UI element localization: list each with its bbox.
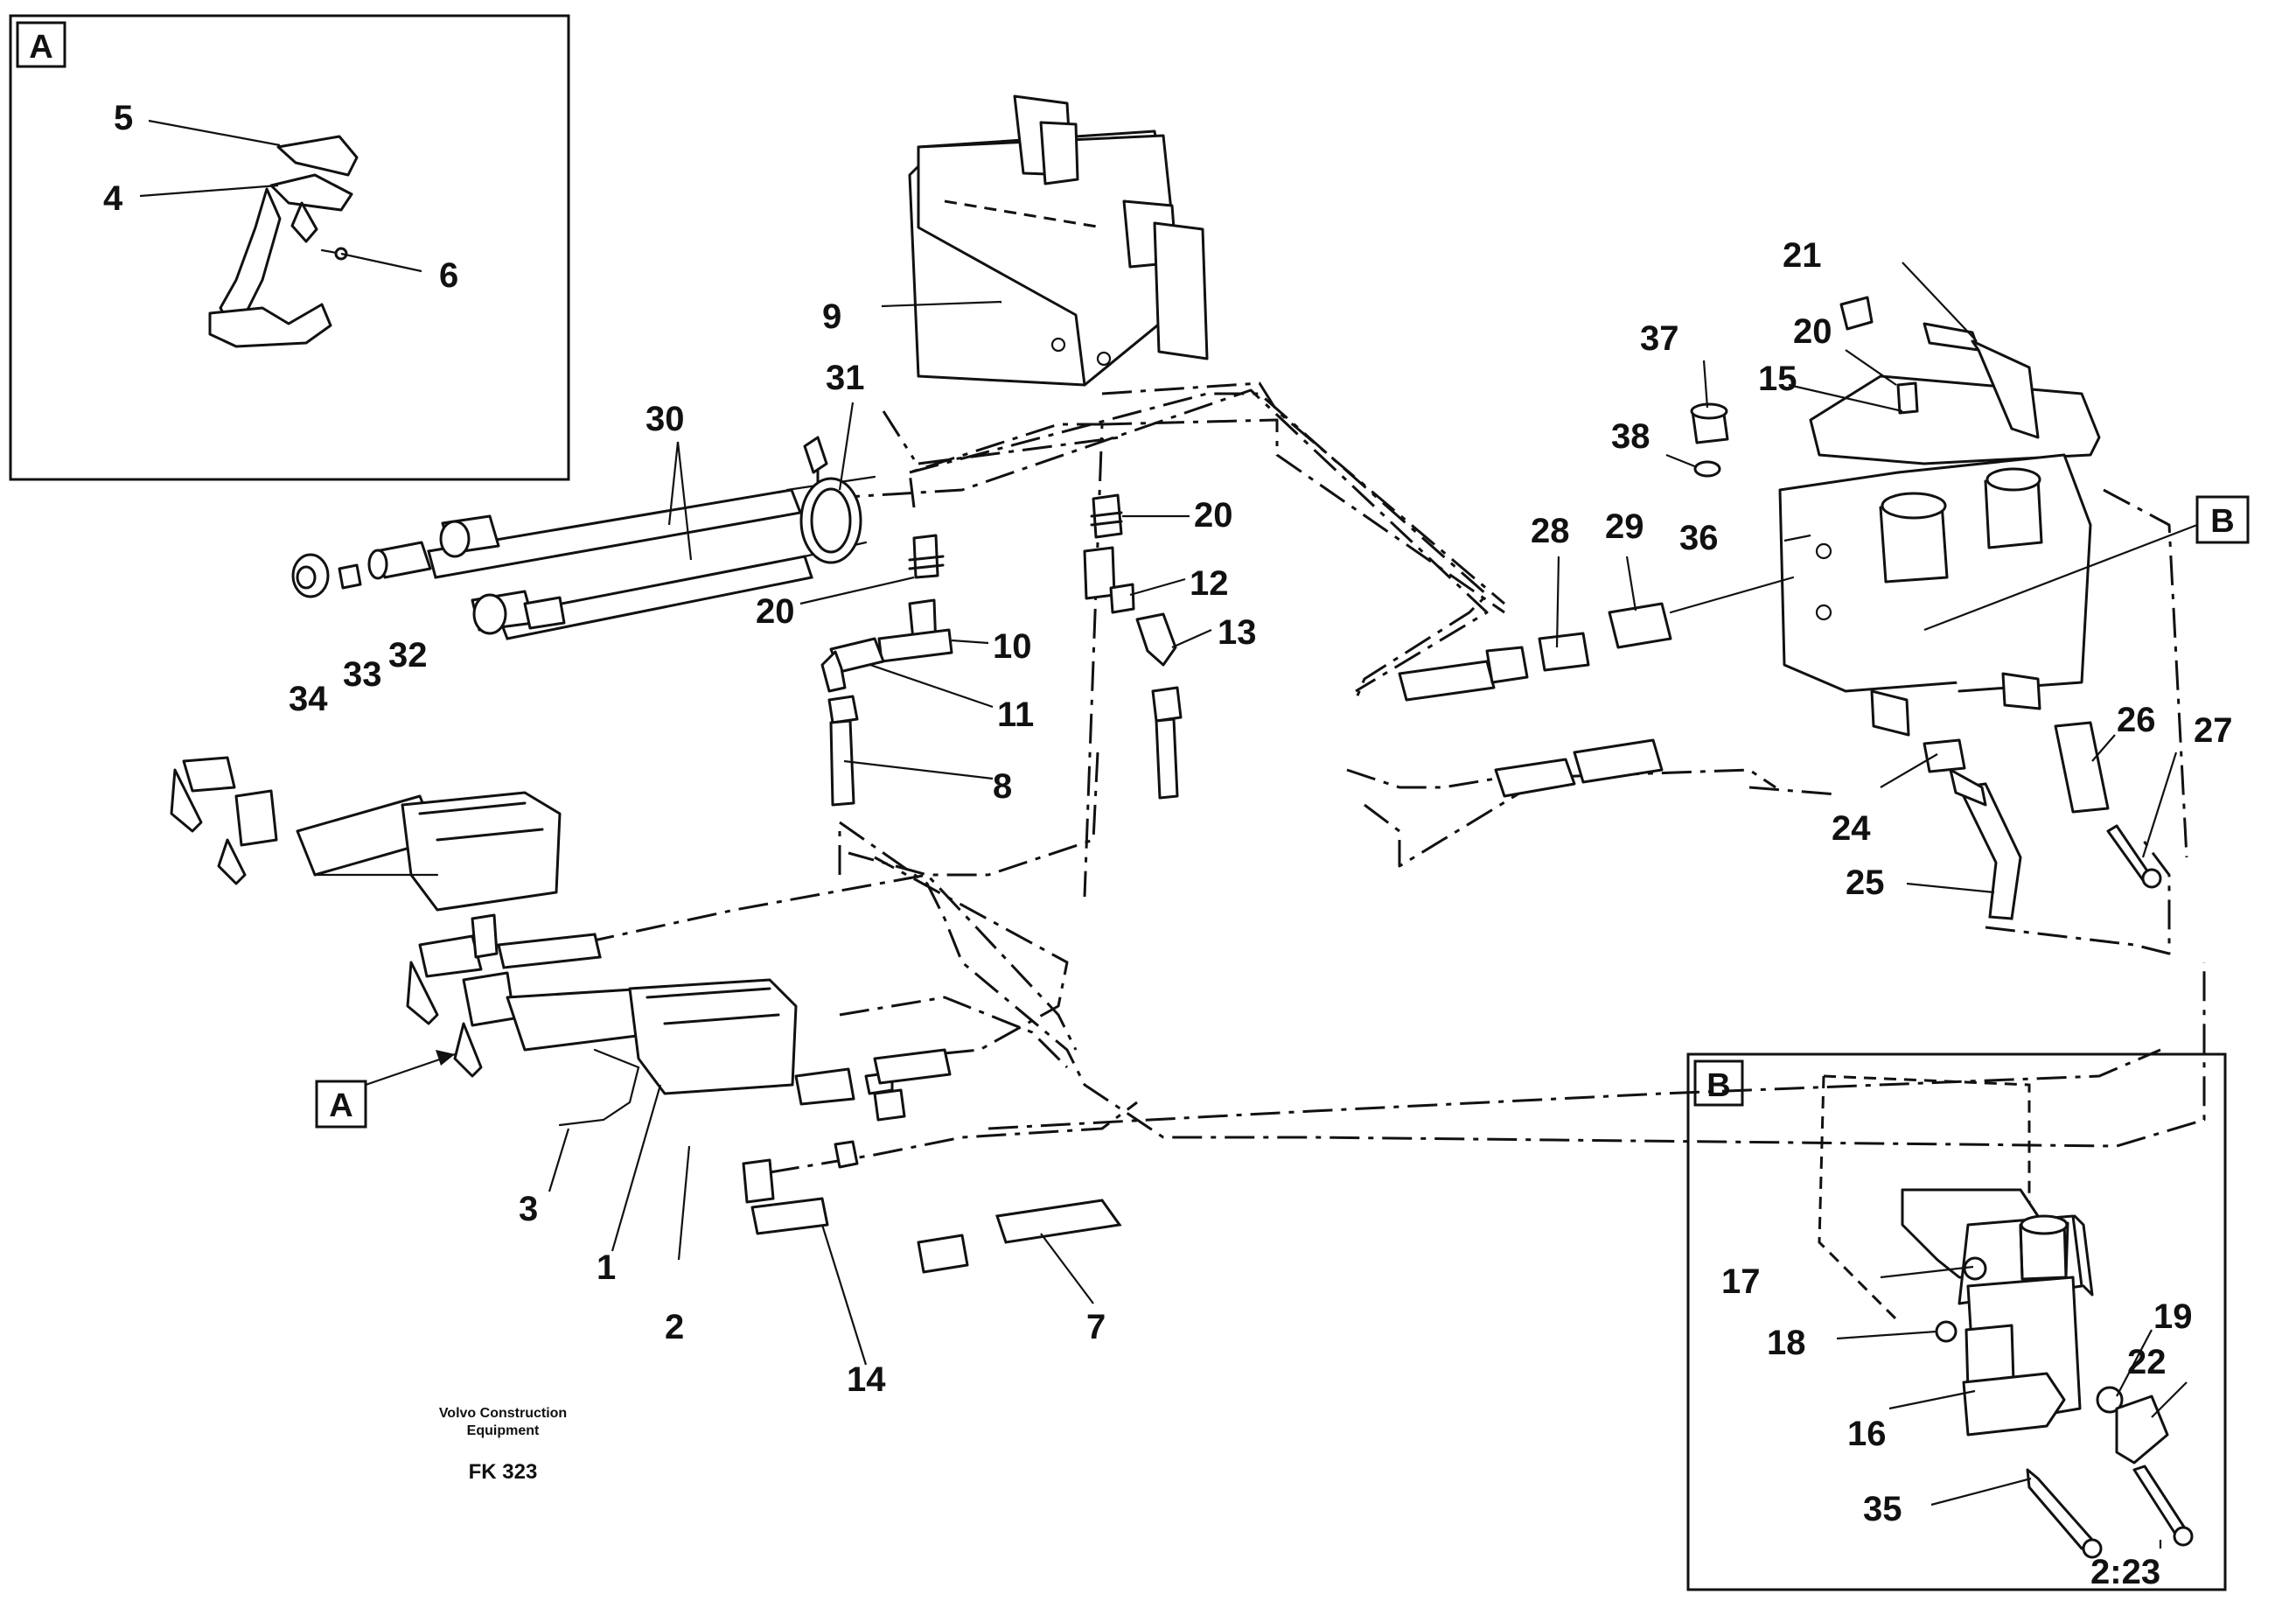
- hose-assembly-30: [427, 436, 876, 640]
- label-29: 29: [1605, 507, 1644, 546]
- fittings-32-33-34: [291, 541, 432, 598]
- label-18: 18: [1767, 1324, 1806, 1362]
- label-27: 27: [2194, 711, 2233, 750]
- label-5: 5: [114, 99, 133, 137]
- label-2: 2: [665, 1308, 684, 1346]
- label-32: 32: [388, 636, 428, 675]
- callout-b: B: [1923, 495, 2250, 632]
- label-25: 25: [1846, 863, 1885, 902]
- label-38: 38: [1611, 417, 1650, 456]
- label-7: 7: [1086, 1308, 1106, 1346]
- label-1: 1: [597, 1248, 616, 1287]
- label-33: 33: [343, 655, 382, 694]
- fitting-stack-center: [1083, 493, 1183, 800]
- label-21: 21: [1783, 236, 1822, 275]
- main-leaders: [548, 262, 2178, 1366]
- label-22: 22: [2127, 1343, 2167, 1381]
- label-8: 8: [993, 767, 1012, 806]
- pedal-assembly-upper: [170, 756, 562, 912]
- label-3: 3: [519, 1190, 538, 1228]
- label-14: 14: [847, 1360, 886, 1399]
- pedal-detail-drawing: [208, 135, 359, 348]
- callout-a: A: [315, 1050, 456, 1129]
- label-31: 31: [826, 359, 865, 397]
- main-valve-36: [1778, 296, 2101, 737]
- fittings-28-29: [1398, 576, 1795, 702]
- label-15: 15: [1758, 360, 1797, 398]
- label-24: 24: [1832, 809, 1871, 848]
- label-12: 12: [1190, 564, 1229, 603]
- label-17: 17: [1721, 1262, 1761, 1301]
- valve-block-9: [908, 94, 1209, 387]
- label-28: 28: [1531, 512, 1570, 550]
- svg-text:A: A: [329, 1087, 352, 1124]
- detail-a-letter: A: [29, 29, 52, 66]
- label-9: 9: [822, 297, 841, 336]
- pedal-assembly-lower: [406, 934, 798, 1127]
- label-35: 35: [1863, 1490, 1902, 1528]
- detail-a-panel: A 5 4 6: [9, 14, 570, 481]
- label-4: 4: [103, 179, 123, 218]
- brand-line-1: Volvo Construction: [439, 1406, 567, 1421]
- footer: Volvo Construction Equipment FK 323: [439, 1406, 567, 1484]
- label-20b: 20: [1194, 496, 1233, 535]
- detail-b-panel: B 17 18 16: [1686, 1052, 2227, 1591]
- label-10: 10: [993, 627, 1032, 666]
- label-11: 11: [997, 696, 1034, 734]
- label-19: 19: [2153, 1297, 2193, 1336]
- parts-37-38: [1690, 402, 1729, 478]
- brand-line-2: Equipment: [467, 1423, 540, 1438]
- label-34: 34: [289, 680, 328, 718]
- figure-code: FK 323: [469, 1460, 538, 1484]
- label-16: 16: [1847, 1415, 1887, 1453]
- label-30: 30: [646, 400, 685, 438]
- label-13: 13: [1218, 613, 1257, 652]
- svg-text:B: B: [2210, 503, 2234, 540]
- label-26: 26: [2117, 701, 2156, 739]
- detail-b-letter: B: [1706, 1067, 1730, 1104]
- label-20a: 20: [756, 592, 795, 631]
- label-6: 6: [439, 256, 458, 295]
- label-20c: 20: [1793, 312, 1832, 351]
- fitting-stack-left: [820, 534, 953, 807]
- parts-26-27: [2054, 721, 2162, 889]
- hoses-7-14: [471, 913, 1122, 1274]
- label-37: 37: [1640, 319, 1679, 358]
- label-2-23: 2:23: [2090, 1553, 2160, 1591]
- main-labels: 9 31 30 34 33 32 20 10 11 8 20 12 13 21 …: [289, 236, 2233, 1399]
- connector-24-25: [1494, 738, 2022, 920]
- label-36: 36: [1679, 519, 1719, 557]
- valve-detail-drawing: [1818, 1074, 2194, 1559]
